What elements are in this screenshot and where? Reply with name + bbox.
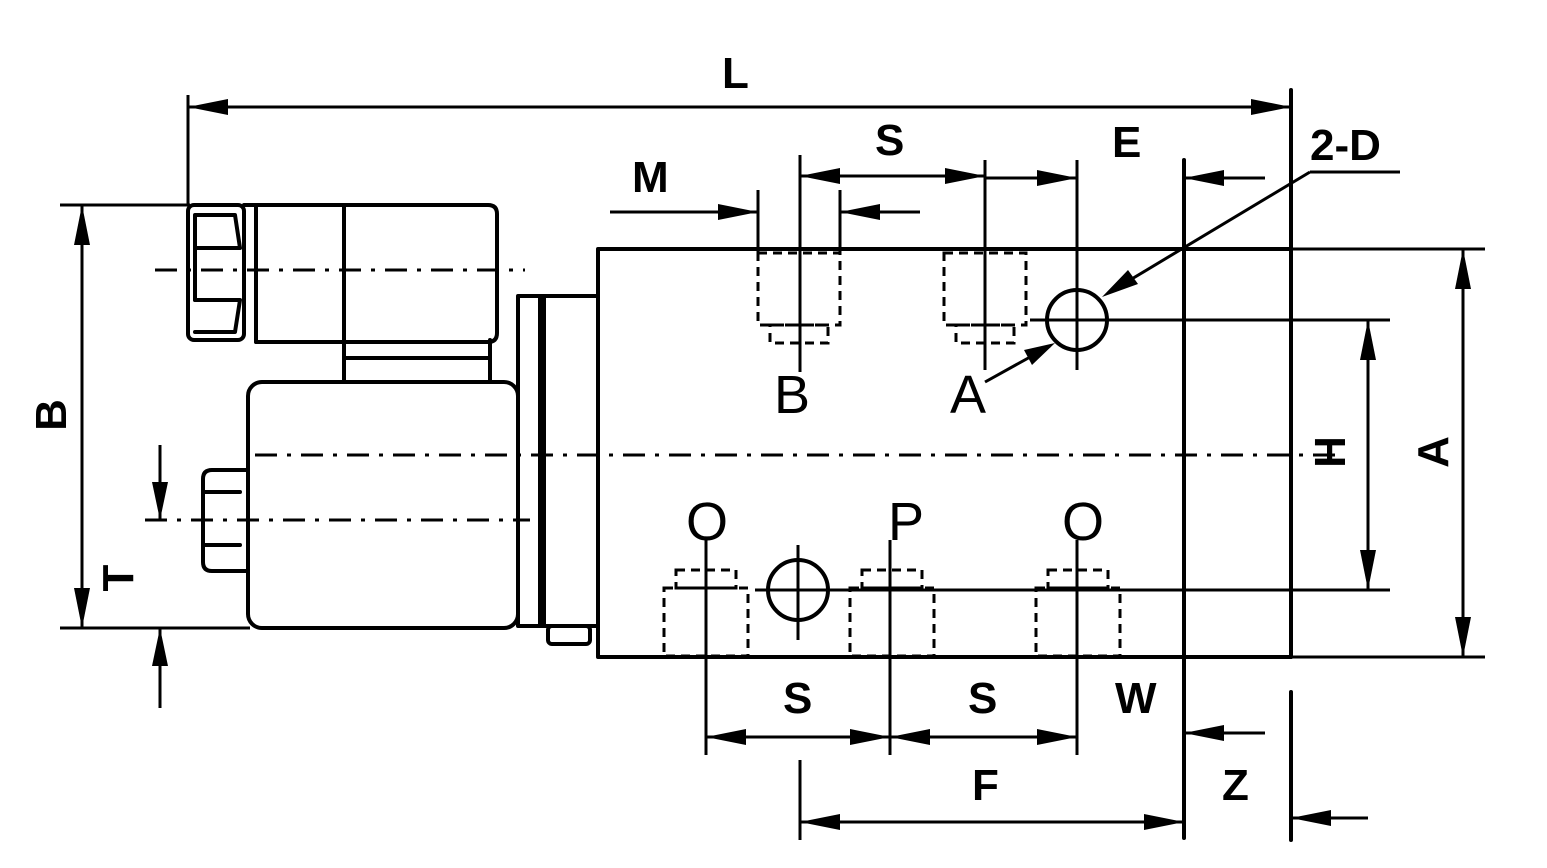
label-2-D: 2-D [1310,121,1381,170]
port-label-B: B [774,365,810,425]
port-labels: B A O P O [686,365,1104,552]
label-E: E [1112,118,1141,167]
label-W: W [1115,674,1157,723]
label-S-bottom-1: S [783,674,812,723]
port-label-O-right: O [1062,492,1104,552]
label-T: T [94,564,143,591]
label-S-top: S [875,116,904,165]
port-label-O-left: O [686,492,728,552]
bottom-ports [662,540,1390,755]
dimension-lines [60,95,1485,840]
label-L: L [722,49,749,98]
label-S-bottom-2: S [968,674,997,723]
dimension-labels: L B T M S E 2-D H A S S W F Z [27,49,1458,810]
label-H: H [1306,436,1355,468]
center-lines [145,268,1340,522]
port-label-P: P [888,492,924,552]
label-B: B [27,399,76,431]
label-A: A [1409,436,1458,468]
label-Z: Z [1222,761,1249,810]
port-label-A: A [950,365,986,425]
label-M: M [632,153,669,202]
top-ports [756,155,1390,372]
valve-body [596,88,1293,842]
label-F: F [972,761,999,810]
